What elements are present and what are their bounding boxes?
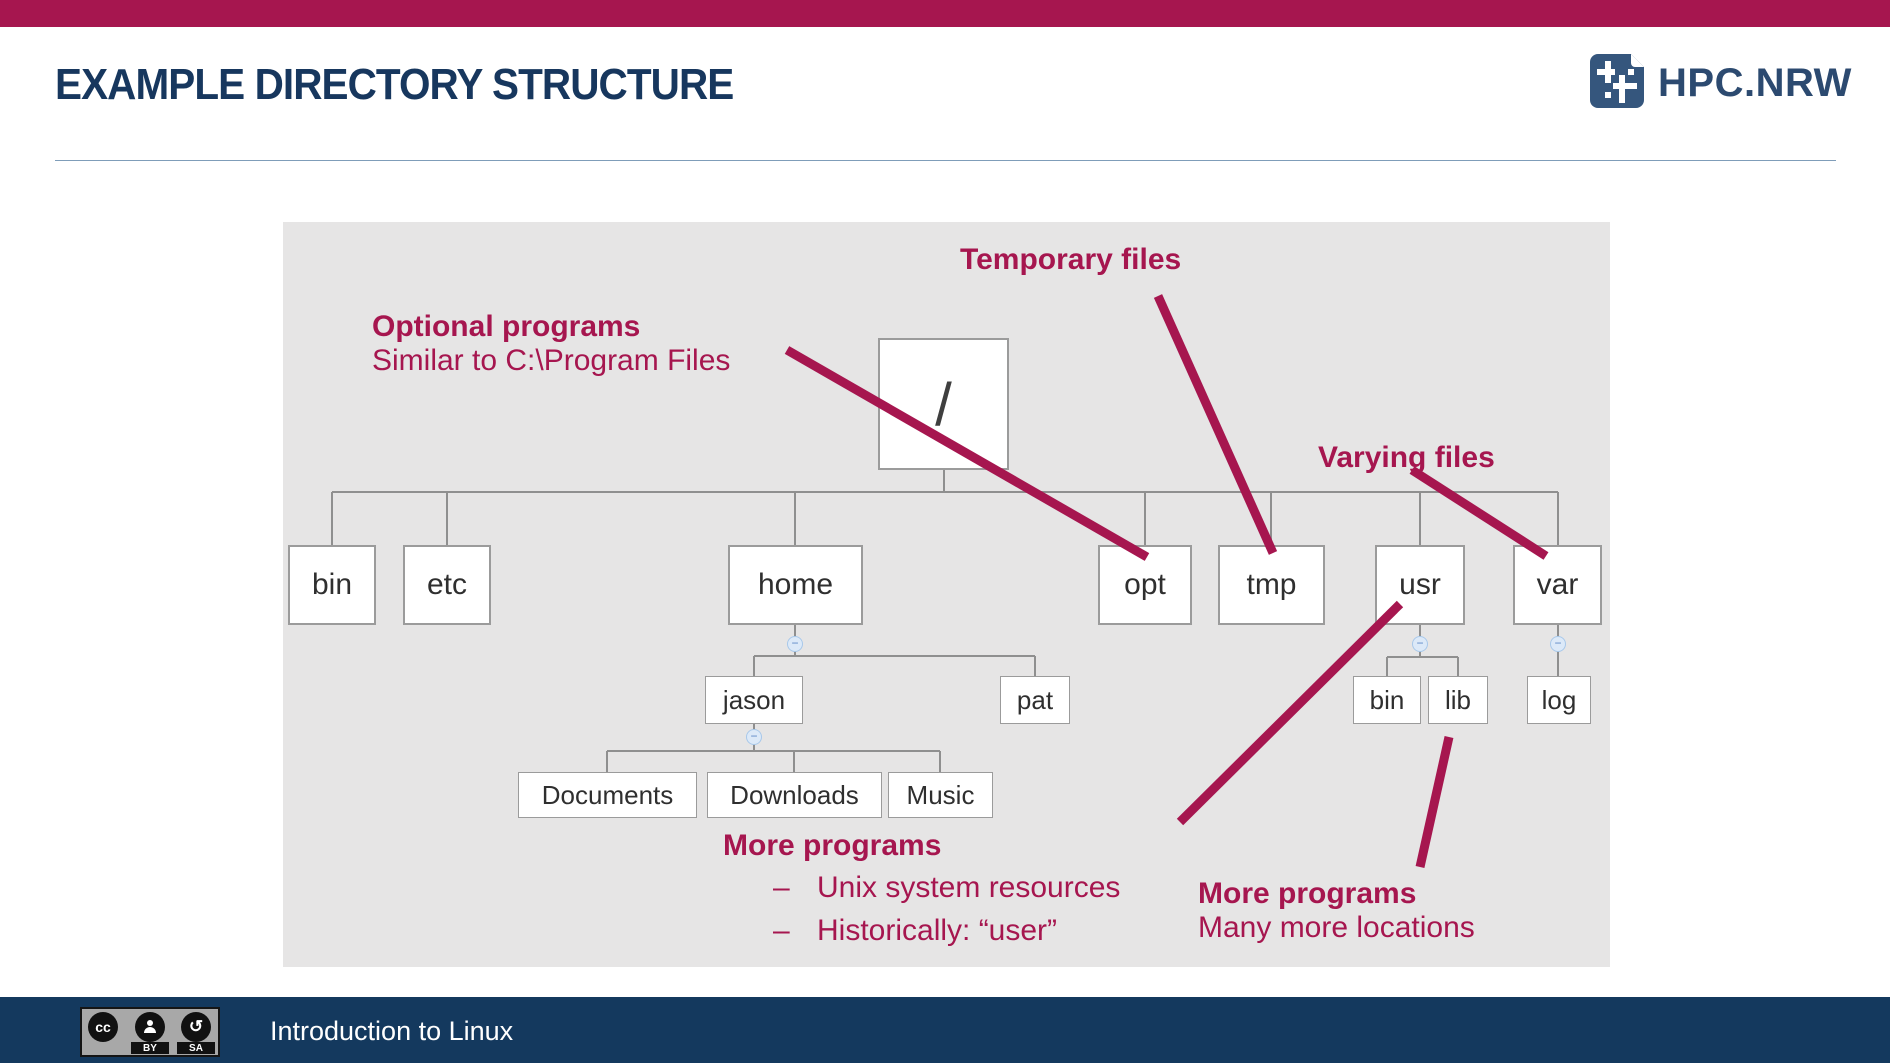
tree-node-usr-lib: lib [1428,676,1488,724]
hpcnrw-logo-text: HPC.NRW [1658,61,1852,105]
collapse-minus-icon: − [1412,636,1428,652]
tree-node-documents: Documents [518,772,697,818]
annotation-usr-bullet-1: –Unix system resources [773,871,1121,904]
tree-node-music: Music [888,772,993,818]
annotation-optional-title: Optional programs [372,310,641,343]
footer-bar [0,997,1890,1063]
person-by-icon [135,1012,165,1042]
collapse-minus-icon: − [746,729,762,745]
tree-node-var-log: log [1527,676,1591,724]
collapse-minus-icon: − [1550,636,1566,652]
tree-node-downloads: Downloads [707,772,882,818]
tree-node-var: var [1513,545,1602,625]
tree-node-jason: jason [705,676,803,724]
tree-node-bin: bin [288,545,376,625]
cc-license-badge: cc ↺ BY SA [80,1007,220,1057]
page-title: EXAMPLE DIRECTORY STRUCTURE [55,60,734,109]
annotation-optional-programs: Optional programs Similar to C:\Program … [372,310,730,378]
header-divider [55,160,1836,161]
annotation-usr-bullet-2: –Historically: “user” [773,914,1058,947]
annotation-usr-more-programs: More programs –Unix system resources –Hi… [723,829,1120,948]
annotation-optional-subtitle: Similar to C:\Program Files [372,344,731,377]
lib-more-programs-arrow [1415,736,1454,868]
optional-programs-arrow [784,346,1150,561]
share-alike-icon: ↺ [181,1012,211,1042]
hpcnrw-logo-icon [1588,52,1646,115]
top-accent-bar [0,0,1890,27]
annotation-lib-more-title: More programs [1198,877,1417,910]
tree-node-root: / [878,338,1009,470]
collapse-minus-icon: − [787,636,803,652]
varying-files-arrow [1409,466,1549,560]
annotation-usr-more-title: More programs [723,829,942,862]
cc-icon: cc [88,1012,118,1042]
tree-node-etc: etc [403,545,491,625]
bullet-dash: – [773,914,790,947]
tree-node-tmp: tmp [1218,545,1325,625]
annotation-lib-more-programs: More programs Many more locations [1198,877,1475,945]
temporary-files-arrow [1153,294,1278,555]
cc-sa-label: SA [177,1042,215,1054]
tree-node-pat: pat [1000,676,1070,724]
annotation-varying-files: Varying files [1318,441,1495,474]
usr-more-programs-arrow [1176,600,1404,826]
tree-node-usr-bin: bin [1353,676,1421,724]
cc-by-label: BY [131,1042,169,1054]
annotation-temporary-files: Temporary files [960,243,1182,276]
tree-node-home: home [728,545,863,625]
footer-course-label: Introduction to Linux [270,1016,514,1046]
bullet-dash: – [773,871,790,904]
annotation-lib-more-subtitle: Many more locations [1198,911,1475,944]
hpcnrw-logo: HPC.NRW [1588,52,1852,115]
